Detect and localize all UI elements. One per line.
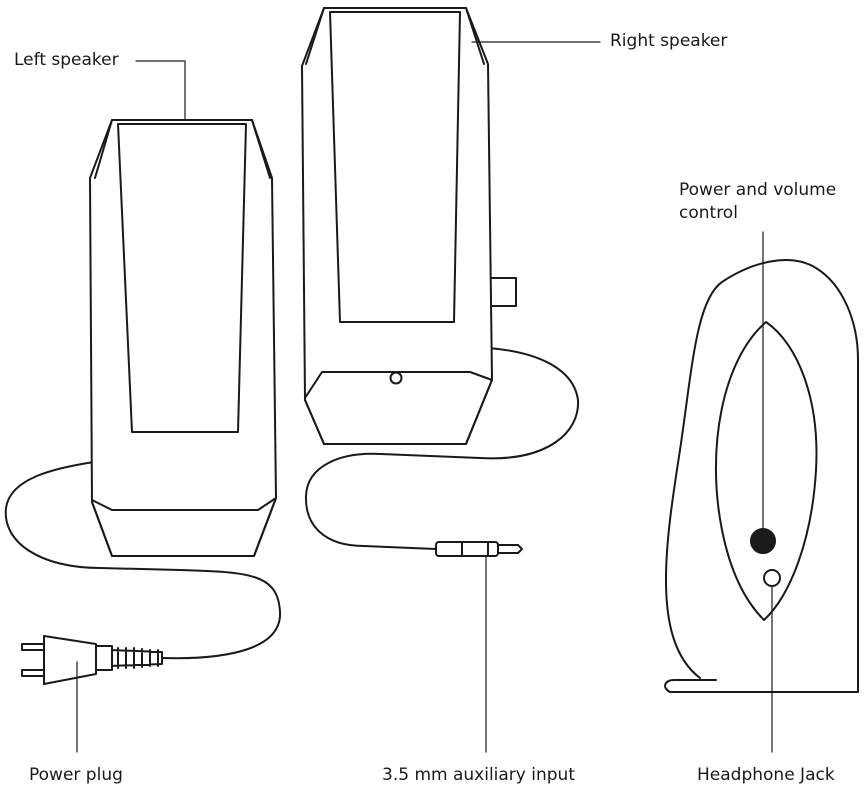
power-plug-collar (95, 645, 113, 671)
aux-cable (304, 347, 580, 550)
label-aux-input: 3.5 mm auxiliary input (382, 765, 575, 785)
power-plug-body (43, 635, 97, 685)
power-plug-strain-relief (109, 647, 163, 669)
power-plug (21, 635, 163, 685)
aux-jack-body (435, 541, 499, 557)
side-speaker-outline (664, 259, 859, 693)
right-speaker-side-port (487, 277, 517, 307)
headphone-jack-port (763, 569, 781, 587)
right-speaker-panel (329, 11, 461, 323)
left-speaker-body (89, 119, 277, 557)
right-speaker-bevel-right (465, 7, 493, 445)
power-plug-prong-bottom (21, 669, 45, 677)
right-speaker-led (389, 371, 403, 385)
label-right-speaker: Right speaker (610, 31, 728, 51)
aux-jack (435, 541, 523, 557)
power-plug-prong-top (21, 643, 45, 651)
side-view-speaker (664, 259, 859, 693)
aux-jack-tip (497, 544, 523, 554)
power-cable (4, 461, 282, 660)
label-power-plug: Power plug (29, 765, 123, 785)
left-speaker-panel (117, 123, 247, 433)
label-headphone-jack: Headphone Jack (697, 765, 835, 785)
left-speaker-lower-edge (91, 497, 277, 511)
left-speaker (89, 119, 277, 557)
left-speaker-bevel-left (91, 119, 113, 557)
label-power-volume-control: Power and volume control (679, 180, 837, 223)
right-speaker (301, 7, 517, 445)
right-speaker-bevel-left (304, 7, 325, 445)
label-left-speaker: Left speaker (14, 50, 119, 70)
right-speaker-body (301, 7, 493, 445)
aux-jack-grip (461, 541, 489, 557)
side-speaker-control-panel (714, 321, 818, 621)
power-volume-knob (750, 528, 776, 554)
left-speaker-bevel-right (251, 119, 277, 557)
leader-left-speaker (135, 60, 186, 121)
